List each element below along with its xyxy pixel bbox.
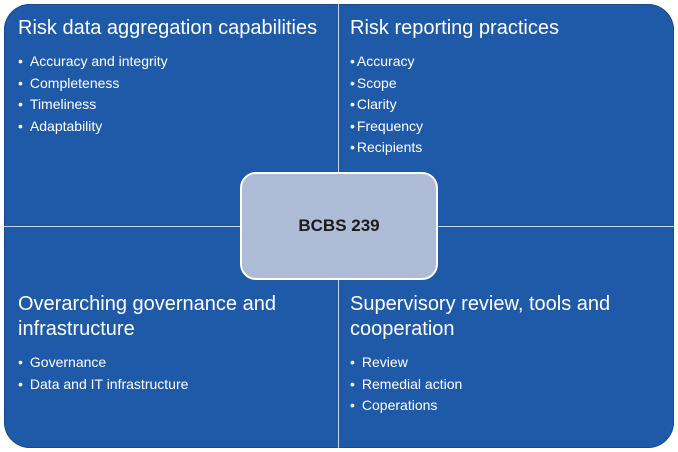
bullet-icon: • (18, 354, 23, 370)
bullet-icon: • (350, 117, 355, 134)
list-item-label: Recipients (356, 139, 423, 155)
quadrant-supervisory-review: Supervisory review, tools and cooperatio… (350, 292, 660, 417)
list-item-label: Governance (29, 354, 107, 370)
list-item-label: Review (361, 354, 408, 370)
bullet-icon: • (350, 354, 355, 370)
quadrant-title: Overarching governance and infrastructur… (18, 293, 276, 340)
bullet-icon: • (350, 375, 355, 392)
list-item: • Review (350, 352, 660, 374)
bullet-icon: • (18, 53, 23, 69)
list-item: •Frequency (350, 116, 660, 138)
list-item-label: Remedial action (361, 375, 463, 392)
bullet-icon: • (350, 53, 355, 69)
list-item: • Accuracy and integrity (18, 51, 328, 73)
list-item: • Data and IT infrastructure (18, 374, 328, 396)
bullet-icon: • (350, 139, 355, 155)
bullet-icon: • (350, 74, 355, 91)
quadrant-list: • Governance • Data and IT infrastructure (18, 352, 328, 395)
quadrant-list: • Accuracy and integrity • Completeness • T… (18, 51, 328, 137)
bullet-icon: • (18, 74, 23, 91)
list-item: •Scope (350, 73, 660, 95)
list-item: • Governance (18, 352, 328, 374)
bullet-icon: • (18, 96, 23, 112)
list-item: • Timeliness (18, 94, 328, 116)
list-item-label: Adaptability (29, 117, 103, 134)
list-item-label: Scope (356, 74, 397, 91)
bullet-icon: • (350, 96, 355, 112)
quadrant-list: • Review • Remedial action • Coperations (350, 352, 660, 417)
list-item-label: Accuracy and integrity (29, 53, 168, 69)
list-item-label: Completeness (29, 74, 120, 91)
center-label-box: BCBS 239 (240, 172, 438, 280)
list-item: • Coperations (350, 395, 660, 417)
list-item-label: Accuracy (356, 53, 415, 69)
quadrant-list: •Accuracy •Scope •Clarity •Frequency •Re… (350, 51, 660, 159)
list-item: •Accuracy (350, 51, 660, 73)
quadrant-title: Risk reporting practices (350, 17, 559, 39)
center-label: BCBS 239 (298, 216, 380, 235)
list-item: • Completeness (18, 73, 328, 95)
bullet-icon: • (18, 117, 23, 134)
quadrant-risk-reporting: Risk reporting practices •Accuracy •Scop… (350, 16, 660, 159)
quadrant-title: Risk data aggregation capabilities (18, 17, 318, 39)
bullet-icon: • (18, 375, 23, 392)
quadrant-governance-infrastructure: Overarching governance and infrastructur… (18, 292, 328, 395)
quadrant-title: Supervisory review, tools and cooperatio… (350, 293, 611, 340)
list-item-label: Timeliness (29, 96, 97, 112)
list-item-label: Frequency (356, 117, 424, 134)
list-item: •Clarity (350, 94, 660, 116)
list-item: • Adaptability (18, 116, 328, 138)
diagram-panel: Risk data aggregation capabilities •Accu… (4, 4, 674, 448)
quadrant-risk-data-aggregation: Risk data aggregation capabilities • Accu… (18, 16, 328, 137)
list-item: • Remedial action (350, 374, 660, 396)
list-item-label: Clarity (356, 96, 397, 112)
list-item-label: Data and IT infrastructure (29, 375, 189, 392)
list-item-label: Coperations (361, 397, 438, 413)
bullet-icon: • (350, 397, 355, 413)
list-item: •Recipients (350, 137, 660, 159)
